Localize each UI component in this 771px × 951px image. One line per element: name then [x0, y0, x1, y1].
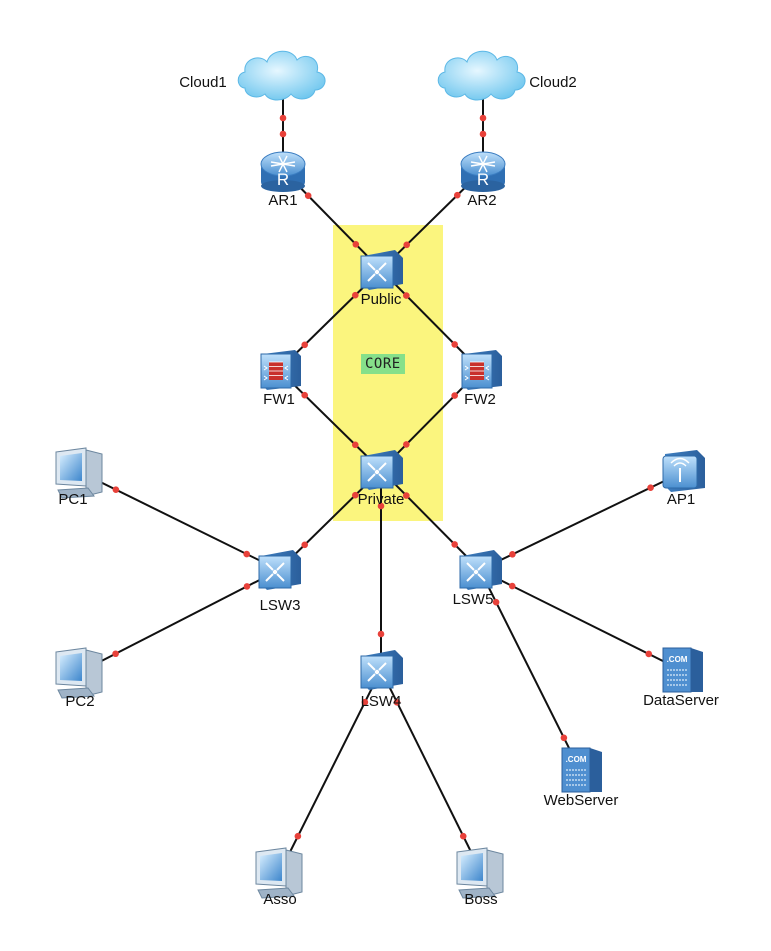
svg-text:R: R — [477, 170, 489, 189]
port-dot — [377, 502, 385, 510]
firewall-icon[interactable] — [260, 350, 301, 390]
link-fw1-private — [278, 369, 382, 471]
node-label-private: Private — [357, 491, 405, 508]
node-label-ap1: AP1 — [666, 491, 696, 508]
port-dot — [451, 392, 458, 399]
port-dot — [294, 832, 302, 840]
port-dot — [479, 130, 487, 138]
port-dot — [304, 192, 312, 200]
port-dot — [560, 734, 568, 742]
core-label: CORE — [361, 354, 405, 374]
pc-icon[interactable] — [456, 847, 504, 899]
switch-icon[interactable] — [360, 650, 403, 690]
svg-text:.COM: .COM — [667, 655, 688, 664]
port-dot — [393, 698, 401, 706]
node-label-fw1: FW1 — [263, 391, 295, 408]
port-dot — [351, 441, 359, 449]
port-dot — [279, 130, 287, 138]
node-label-webserver: WebServer — [543, 792, 619, 809]
port-dot — [403, 241, 411, 249]
port-dot — [492, 598, 500, 606]
link-lsw5-ap1 — [479, 471, 684, 571]
svg-text:R: R — [277, 170, 289, 189]
port-dot — [301, 391, 309, 399]
switch-icon[interactable] — [360, 450, 403, 490]
pc-icon[interactable] — [55, 447, 103, 499]
node-label-asso: Asso — [263, 891, 297, 908]
access-point-icon[interactable] — [662, 450, 705, 492]
port-dot — [479, 114, 487, 122]
link-private-lsw5 — [380, 469, 481, 571]
port-dot — [243, 583, 251, 590]
firewall-icon[interactable] — [461, 350, 502, 390]
port-dot — [403, 441, 410, 448]
port-dot — [279, 114, 287, 122]
pc-icon[interactable] — [55, 647, 103, 699]
switch-icon[interactable] — [258, 550, 301, 590]
server-icon[interactable]: .COM — [561, 747, 602, 793]
link-lsw4-boss — [380, 669, 482, 873]
node-label-ar1: AR1 — [268, 192, 298, 209]
port-dot — [112, 486, 120, 493]
link-public-fw2 — [380, 269, 481, 371]
node-label-public: Public — [360, 291, 402, 308]
port-dot — [112, 650, 119, 658]
port-dot — [301, 541, 309, 549]
node-label-lsw3: LSW3 — [259, 597, 301, 614]
port-dot — [645, 650, 653, 658]
port-dot — [352, 240, 360, 248]
node-label-boss: Boss — [464, 891, 498, 908]
switch-icon[interactable] — [459, 550, 502, 590]
port-dot — [243, 550, 251, 558]
port-dot — [451, 541, 458, 548]
port-dot — [361, 698, 369, 706]
cloud-icon[interactable] — [437, 50, 526, 101]
port-dot — [403, 292, 410, 299]
router-icon[interactable]: R — [260, 151, 306, 192]
node-label-pc2: PC2 — [65, 693, 95, 710]
link-pc2-lsw3 — [79, 569, 280, 673]
switch-icon[interactable] — [360, 250, 403, 290]
svg-text:.COM: .COM — [566, 755, 587, 764]
node-label-dataserver: DataServer — [643, 692, 719, 709]
node-label-ar2: AR2 — [467, 192, 497, 209]
node-label-cloud1: Cloud1 — [179, 74, 227, 91]
port-dot — [459, 832, 467, 840]
pc-icon[interactable] — [255, 847, 303, 899]
port-dot — [451, 341, 458, 348]
link-lsw5-webserver — [479, 569, 581, 771]
cloud-icon[interactable] — [237, 50, 326, 101]
link-pc1-lsw3 — [79, 471, 280, 571]
port-dot — [301, 341, 309, 349]
server-icon[interactable]: .COM — [662, 647, 703, 693]
node-label-pc1: PC1 — [58, 491, 88, 508]
port-dot — [453, 191, 461, 199]
node-label-lsw5: LSW5 — [452, 591, 494, 608]
link-lsw5-dataserver — [479, 569, 682, 671]
port-dot — [351, 291, 359, 299]
node-label-fw2: FW2 — [464, 391, 496, 408]
port-dot — [403, 492, 410, 499]
port-dot — [351, 491, 359, 499]
node-label-cloud2: Cloud2 — [529, 74, 577, 91]
link-lsw4-asso — [279, 669, 382, 873]
router-icon[interactable]: R — [460, 151, 506, 192]
port-dot — [509, 551, 516, 558]
port-dot — [647, 484, 654, 491]
node-label-lsw4: LSW4 — [360, 693, 402, 710]
port-dot — [377, 630, 385, 638]
link-private-lsw4 — [377, 470, 385, 670]
port-dot — [508, 582, 516, 590]
